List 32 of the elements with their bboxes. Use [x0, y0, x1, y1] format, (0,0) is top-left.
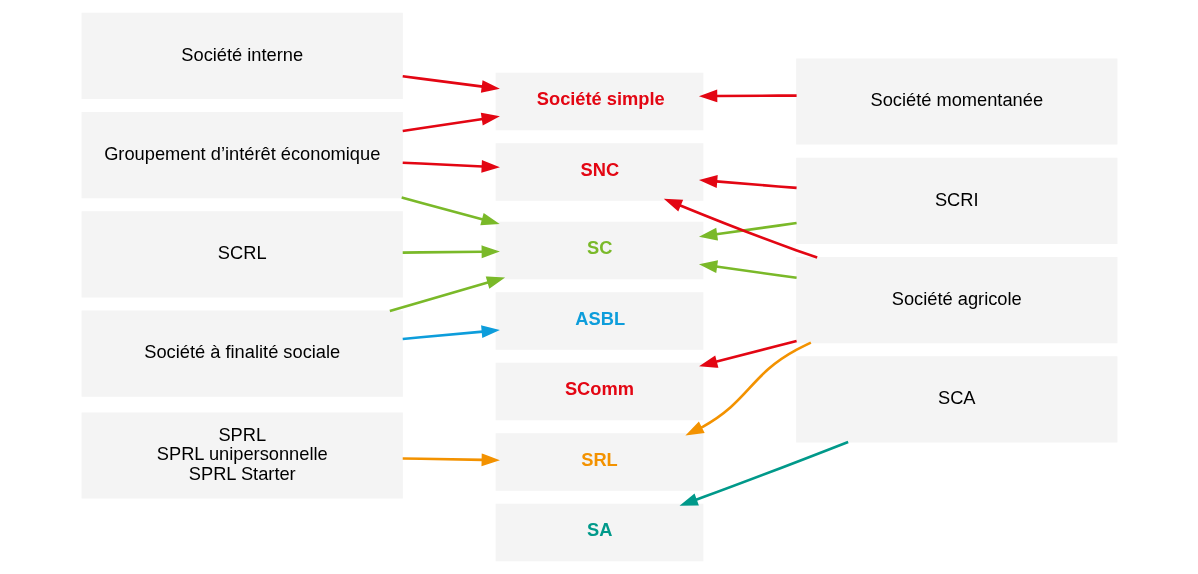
node-box: Groupement d’intérêt économique	[81, 111, 403, 199]
node-box: SNC	[495, 143, 703, 201]
node-box: Société interne	[81, 12, 403, 99]
arrow	[402, 112, 500, 133]
arrow	[402, 453, 500, 467]
node-box: SCA	[795, 356, 1117, 443]
node-box: SPRL SPRL unipersonnelle SPRL Starter	[81, 412, 403, 499]
arrow	[400, 196, 500, 226]
node-box: Société simple	[495, 72, 703, 131]
arrow	[679, 440, 849, 506]
arrow	[389, 276, 505, 313]
node-box: ASBL	[495, 292, 703, 350]
node-box: SC	[495, 221, 703, 280]
node-box: SComm	[495, 362, 703, 421]
arrow	[698, 89, 797, 103]
arrow	[698, 175, 797, 190]
node-box: SCRI	[795, 157, 1117, 244]
node-box: Société à finalité sociale	[81, 310, 403, 397]
arrow	[663, 198, 818, 259]
arrow	[402, 245, 500, 259]
node-box: Société momentanée	[795, 58, 1117, 145]
node-box: SA	[495, 503, 703, 562]
arrow	[402, 75, 500, 93]
node-box: SRL	[495, 433, 703, 491]
arrow	[402, 160, 500, 173]
arrow	[402, 325, 500, 341]
arrow	[698, 260, 797, 280]
arrow	[698, 339, 797, 368]
node-box: Société agricole	[795, 256, 1117, 344]
arrow	[684, 341, 811, 436]
arrow	[698, 221, 797, 241]
node-box: SCRL	[81, 211, 403, 298]
